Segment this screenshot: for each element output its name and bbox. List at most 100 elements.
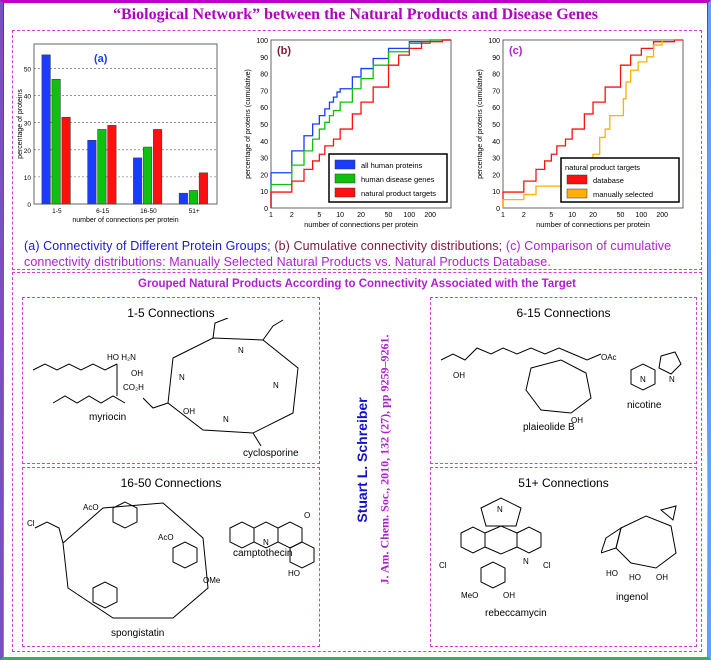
caption-c: (c) Comparison of cumulative connectivit…	[24, 239, 672, 269]
figure-caption: (a) Connectivity of Different Protein Gr…	[24, 238, 689, 270]
y-axis-label: percentage of proteins (cumulative)	[245, 69, 252, 179]
svg-text:Cl: Cl	[439, 561, 447, 570]
svg-text:HO: HO	[288, 569, 300, 578]
y-tick-label: 10	[24, 175, 32, 182]
x-tick-label: 50	[617, 212, 625, 219]
panel-label: (c)	[509, 45, 523, 57]
y-tick-label: 30	[260, 156, 268, 163]
y-tick-label: 30	[492, 156, 500, 163]
bar-all-human-proteins	[133, 157, 143, 205]
legend-label: database	[593, 176, 624, 185]
bar-all-human-proteins	[87, 140, 97, 205]
group-title: 16-50 Connections	[120, 476, 222, 490]
y-tick-label: 0	[27, 202, 31, 209]
y-tick-label: 20	[24, 148, 32, 155]
y-tick-label: 60	[492, 105, 500, 112]
x-tick-label: 51+	[189, 208, 200, 215]
x-tick-label: 200	[424, 212, 436, 219]
y-tick-label: 30	[24, 121, 32, 128]
x-tick-label: 1-5	[52, 208, 62, 215]
bar-all-human-proteins	[41, 54, 51, 205]
y-tick-label: 0	[496, 206, 500, 213]
svg-text:HO: HO	[606, 569, 618, 578]
svg-text:N: N	[523, 557, 529, 566]
author-name: Stuart L. Schreiber	[354, 397, 370, 523]
svg-text:N: N	[223, 415, 229, 424]
bar-all-human-proteins	[178, 192, 188, 205]
x-tick-label: 20	[357, 212, 365, 219]
svg-text:OH: OH	[656, 573, 668, 582]
svg-text:OAc: OAc	[601, 353, 617, 362]
y-tick-label: 40	[24, 94, 32, 101]
y-tick-label: 70	[492, 88, 500, 95]
x-tick-label: 16-50	[140, 208, 157, 215]
citation: J. Am. Chem. Soc., 2010, 132 (27), pp 92…	[377, 334, 392, 585]
svg-text:N: N	[238, 346, 244, 355]
svg-text:MeO: MeO	[461, 591, 478, 600]
svg-text:N: N	[497, 505, 503, 514]
legend-swatch	[334, 173, 356, 184]
myriocin-structure: HO H₂N OH CO₂H	[32, 353, 144, 404]
y-tick-label: 50	[260, 122, 268, 129]
y-tick-label: 20	[492, 172, 500, 179]
legend-title: natural product targets	[565, 163, 640, 172]
x-tick-label: 2	[522, 212, 526, 219]
y-tick-label: 100	[256, 38, 268, 45]
svg-text:OMe: OMe	[203, 576, 221, 585]
compound-label: spongistatin	[111, 628, 165, 639]
series-natural-product-targets	[270, 39, 451, 208]
bar-human-disease-genes	[51, 79, 61, 205]
compound-label: cyclosporine	[243, 448, 299, 459]
y-tick-label: 80	[260, 72, 268, 79]
y-tick-label: 80	[492, 72, 500, 79]
legend-swatch	[566, 188, 588, 199]
y-tick-label: 0	[264, 206, 268, 213]
x-tick-label: 5	[317, 212, 321, 219]
x-tick-label: 100	[404, 212, 416, 219]
legend-swatch	[566, 174, 588, 185]
charts-panel	[12, 30, 702, 270]
x-axis-label: number of connections per protein	[304, 220, 418, 229]
legend-label: human disease genes	[361, 175, 435, 184]
caption-a: (a) Connectivity of Different Protein Gr…	[24, 239, 271, 253]
svg-text:OH: OH	[183, 407, 195, 416]
svg-text:N: N	[669, 375, 675, 384]
y-axis-label: percentage of proteins (cumulative)	[477, 69, 484, 179]
svg-text:N: N	[179, 373, 185, 382]
x-tick-label: 20	[589, 212, 597, 219]
group-title: 6-15 Connections	[516, 306, 611, 320]
y-tick-label: 20	[260, 172, 268, 179]
y-tick-label: 10	[492, 189, 500, 196]
bar-natural-product-targets	[107, 125, 117, 205]
svg-text:Cl: Cl	[543, 561, 551, 570]
x-axis-label: number of connections per protein	[536, 220, 650, 229]
legend-swatch	[334, 159, 356, 170]
y-tick-label: 60	[260, 105, 268, 112]
ingenol-structure: HO HO OH	[601, 505, 677, 582]
svg-text:HO: HO	[629, 573, 641, 582]
y-tick-label: 40	[260, 139, 268, 146]
svg-text:OH: OH	[131, 369, 143, 378]
x-tick-label: 5	[549, 212, 553, 219]
panel-label: (b)	[277, 45, 291, 57]
y-tick-label: 50	[24, 66, 32, 73]
legend-label: manually selected	[593, 190, 653, 199]
x-tick-label: 2	[290, 212, 294, 219]
svg-text:HO H₂N: HO H₂N	[107, 353, 136, 362]
svg-text:CO₂H: CO₂H	[123, 383, 144, 392]
figure-title: “Biological Network” between the Natural…	[113, 6, 598, 23]
legend-swatch	[334, 187, 356, 198]
x-tick-label: 1	[269, 212, 273, 219]
legend-label: natural product targets	[361, 189, 436, 198]
svg-text:OH: OH	[571, 416, 583, 425]
group-title: 51+ Connections	[518, 476, 609, 490]
compounds-panel	[12, 272, 702, 652]
